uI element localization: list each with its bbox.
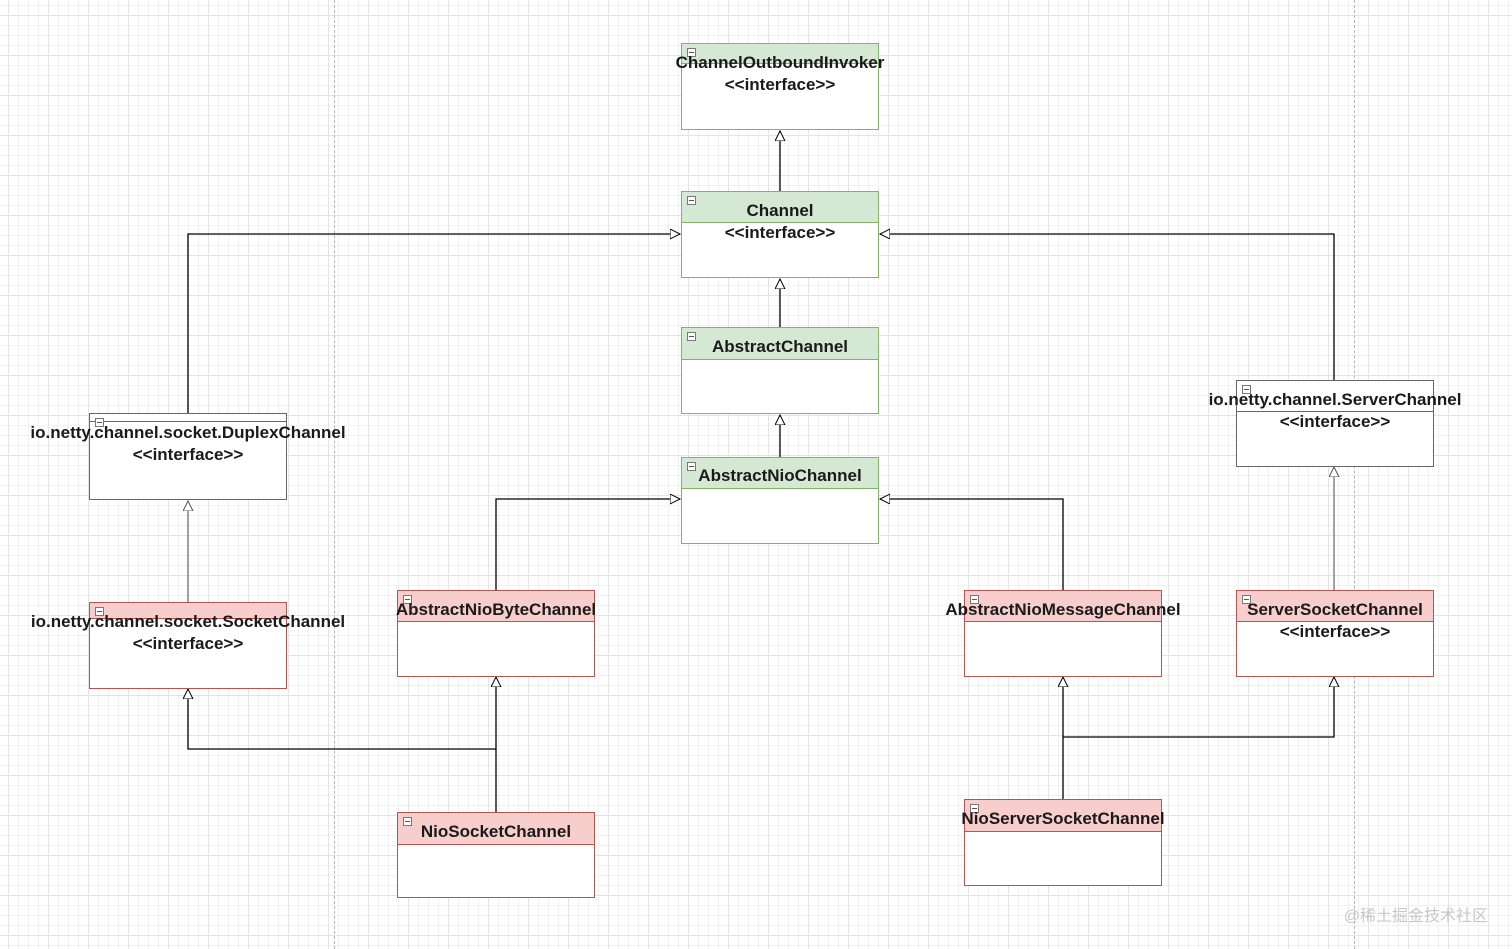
class-name: io.netty.channel.ServerChannel: [1208, 390, 1462, 409]
minus-box-icon[interactable]: [687, 48, 696, 57]
class-header: [1237, 381, 1433, 412]
class-header: [398, 813, 594, 845]
class-stereotype: <<interface>>: [724, 75, 836, 94]
class-title: Channel <<interface>>: [725, 200, 836, 244]
watermark: @稀土掘金技术社区: [1343, 908, 1488, 925]
class-stereotype: <<interface>>: [132, 445, 244, 464]
edge-duplex-channel-to-channel[interactable]: [187, 234, 680, 413]
class-abstract-nio-message-channel[interactable]: AbstractNioMessageChannel: [945, 590, 1181, 677]
class-nio-socket-channel[interactable]: NioSocketChannel: [397, 812, 595, 898]
class-name: AbstractChannel: [711, 337, 849, 356]
minus-box-icon[interactable]: [687, 332, 696, 341]
class-title: ServerSocketChannel <<interface>>: [1247, 599, 1423, 643]
class-title: io.netty.channel.ServerChannel <<interfa…: [1209, 389, 1462, 433]
minus-box-icon[interactable]: [403, 595, 412, 604]
class-header: [965, 591, 1161, 622]
class-header: [682, 192, 878, 223]
edge-server-channel-to-channel[interactable]: [880, 234, 1335, 380]
class-stereotype: <<interface>>: [132, 634, 244, 653]
class-abstract-nio-channel[interactable]: AbstractNioChannel: [681, 457, 879, 544]
minus-box-icon[interactable]: [970, 804, 979, 813]
class-header: [90, 603, 286, 619]
minus-box-icon[interactable]: [687, 462, 696, 471]
class-abstract-channel[interactable]: AbstractChannel: [681, 327, 879, 414]
class-nio-server-socket-channel[interactable]: NioServerSocketChannel: [961, 799, 1165, 886]
class-header: [682, 458, 878, 489]
minus-box-icon[interactable]: [95, 607, 104, 616]
class-stereotype: <<interface>>: [1279, 622, 1391, 641]
minus-box-icon[interactable]: [1242, 385, 1251, 394]
class-name: AbstractNioByteChannel: [395, 600, 597, 619]
class-title: NioServerSocketChannel: [961, 808, 1164, 830]
class-header: [1237, 591, 1433, 622]
minus-box-icon[interactable]: [403, 817, 412, 826]
edge-nio-server-socket-channel-to-server-socket-channel[interactable]: [1063, 677, 1334, 738]
class-name: io.netty.channel.socket.DuplexChannel: [30, 423, 346, 442]
class-stereotype: <<interface>>: [1279, 412, 1391, 431]
class-title: AbstractChannel: [712, 336, 848, 358]
class-socket-channel[interactable]: io.netty.channel.socket.SocketChannel <<…: [31, 602, 345, 689]
minus-box-icon[interactable]: [1242, 595, 1251, 604]
class-stereotype: <<interface>>: [724, 223, 836, 242]
class-title: io.netty.channel.socket.SocketChannel <<…: [31, 611, 345, 655]
page-break-left: [334, 0, 335, 949]
class-channel[interactable]: Channel <<interface>>: [681, 191, 879, 278]
class-name: NioSocketChannel: [420, 822, 572, 841]
class-title: ChannelOutboundInvoker <<interface>>: [676, 52, 885, 96]
class-title: AbstractNioByteChannel: [396, 599, 596, 621]
edge-abstract-nio-byte-channel-to-abstract-nio-channel[interactable]: [495, 499, 680, 590]
class-server-channel[interactable]: io.netty.channel.ServerChannel <<interfa…: [1209, 380, 1461, 467]
edge-nio-socket-channel-to-socket-channel[interactable]: [188, 689, 496, 750]
class-abstract-nio-byte-channel[interactable]: AbstractNioByteChannel: [396, 590, 596, 677]
class-title: AbstractNioMessageChannel: [945, 599, 1180, 621]
class-name: ChannelOutboundInvoker: [675, 53, 885, 72]
edge-abstract-nio-message-channel-to-abstract-nio-channel[interactable]: [880, 499, 1064, 590]
class-duplex-channel[interactable]: io.netty.channel.socket.DuplexChannel <<…: [30, 413, 346, 500]
class-name: AbstractNioMessageChannel: [945, 600, 1181, 619]
class-name: ServerSocketChannel: [1247, 600, 1423, 619]
class-name: io.netty.channel.socket.SocketChannel: [30, 612, 346, 631]
minus-box-icon[interactable]: [95, 418, 104, 427]
minus-box-icon[interactable]: [687, 196, 696, 205]
class-header: [90, 414, 286, 422]
class-header: [398, 591, 594, 622]
class-channel-outbound-invoker[interactable]: ChannelOutboundInvoker <<interface>>: [676, 43, 884, 130]
class-name: NioServerSocketChannel: [961, 809, 1165, 828]
class-header: [682, 44, 878, 64]
class-name: AbstractNioChannel: [698, 466, 862, 485]
page-break-right: [1354, 0, 1355, 949]
class-server-socket-channel[interactable]: ServerSocketChannel <<interface>>: [1236, 590, 1434, 677]
class-header: [682, 328, 878, 360]
class-title: NioSocketChannel: [421, 821, 571, 843]
class-title: AbstractNioChannel: [698, 465, 861, 487]
class-title: io.netty.channel.socket.DuplexChannel <<…: [30, 422, 345, 466]
minus-box-icon[interactable]: [970, 595, 979, 604]
class-header: [965, 800, 1161, 832]
class-name: Channel: [746, 201, 814, 220]
